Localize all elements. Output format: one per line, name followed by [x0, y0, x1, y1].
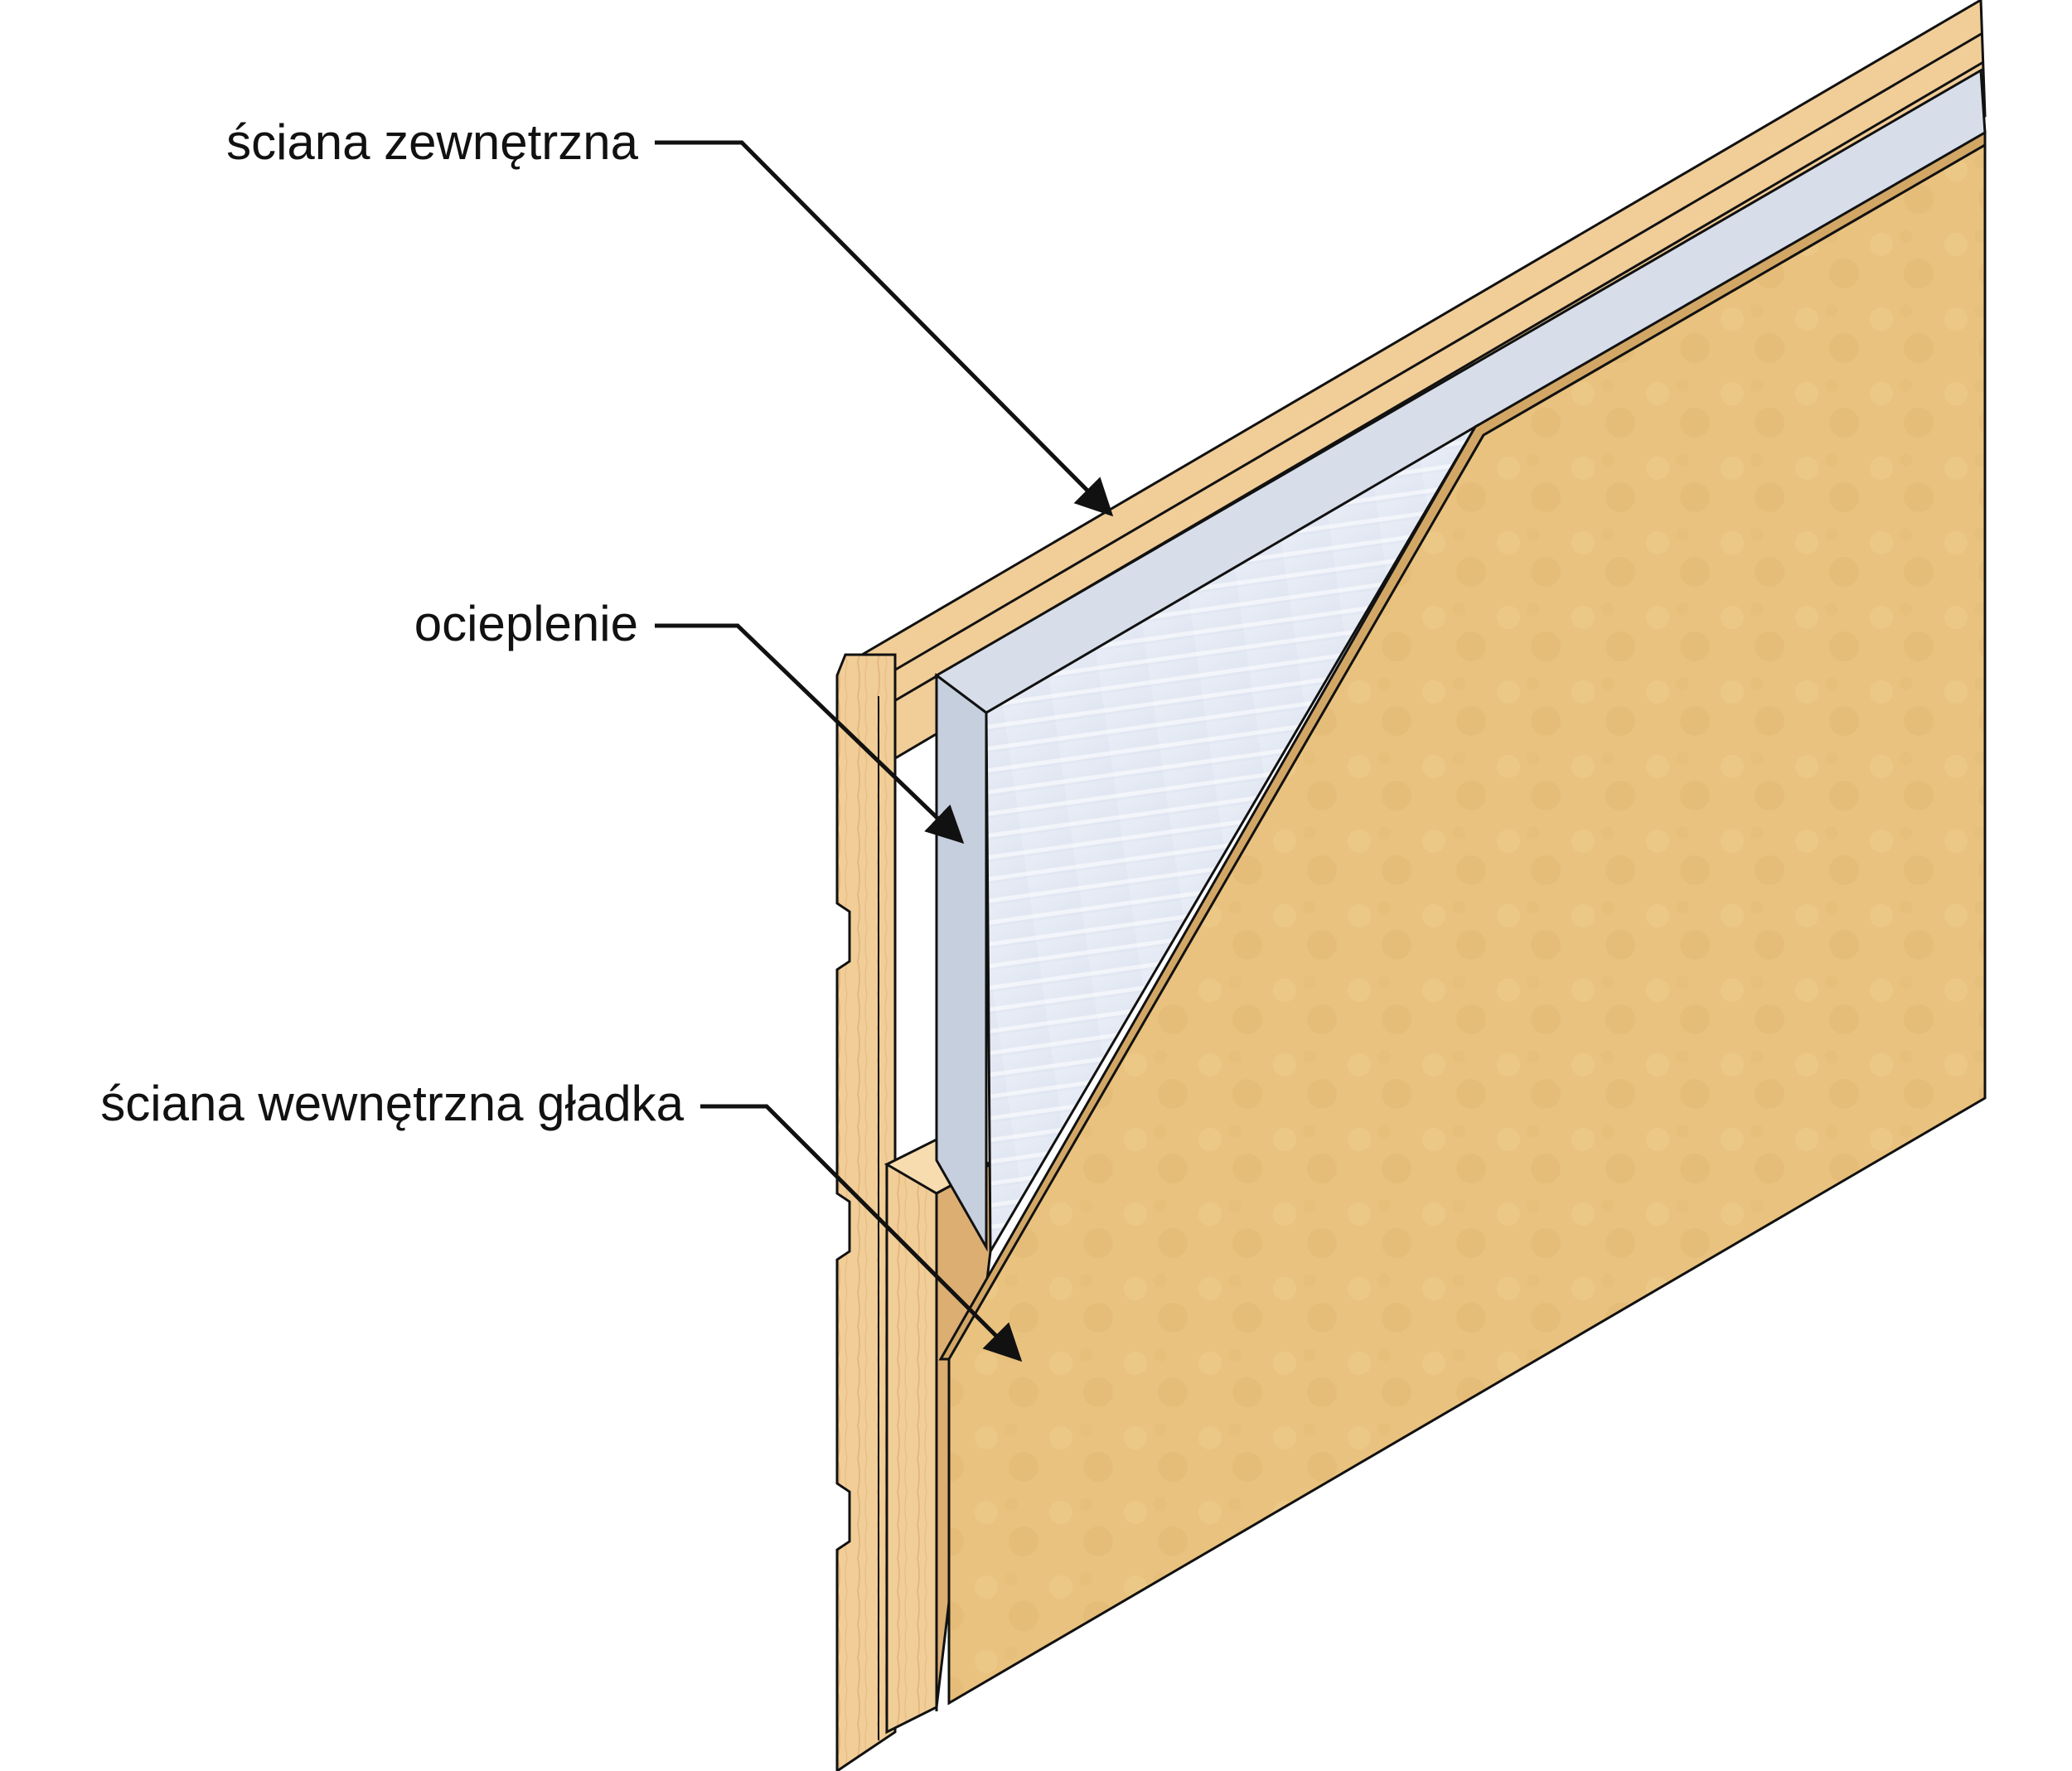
- label-insulation: ocieplenie: [414, 596, 638, 651]
- leader-interior-wall: [700, 1104, 1023, 1362]
- label-exterior-wall: ściana zewnętrzna: [226, 114, 639, 170]
- insulation-side: [935, 673, 988, 1252]
- interior-wall-face: [947, 143, 1987, 1706]
- insulation-layer: [934, 68, 1987, 1256]
- callout-interior-wall: ściana wewnętrzna gładka: [100, 1076, 1023, 1362]
- exterior-wall-top-groove: [878, 31, 1983, 681]
- leader-insulation: [655, 623, 965, 844]
- interior-wall-layer: [935, 130, 1987, 1711]
- leader-exterior-wall: [655, 140, 1114, 517]
- insulation-face: [985, 423, 1479, 1256]
- label-interior-wall: ściana wewnętrzna gładka: [100, 1076, 684, 1131]
- exterior-wall-profile: [835, 653, 897, 1771]
- callout-exterior-wall: ściana zewnętrzna: [226, 114, 1114, 517]
- callout-insulation: ocieplenie: [414, 596, 965, 844]
